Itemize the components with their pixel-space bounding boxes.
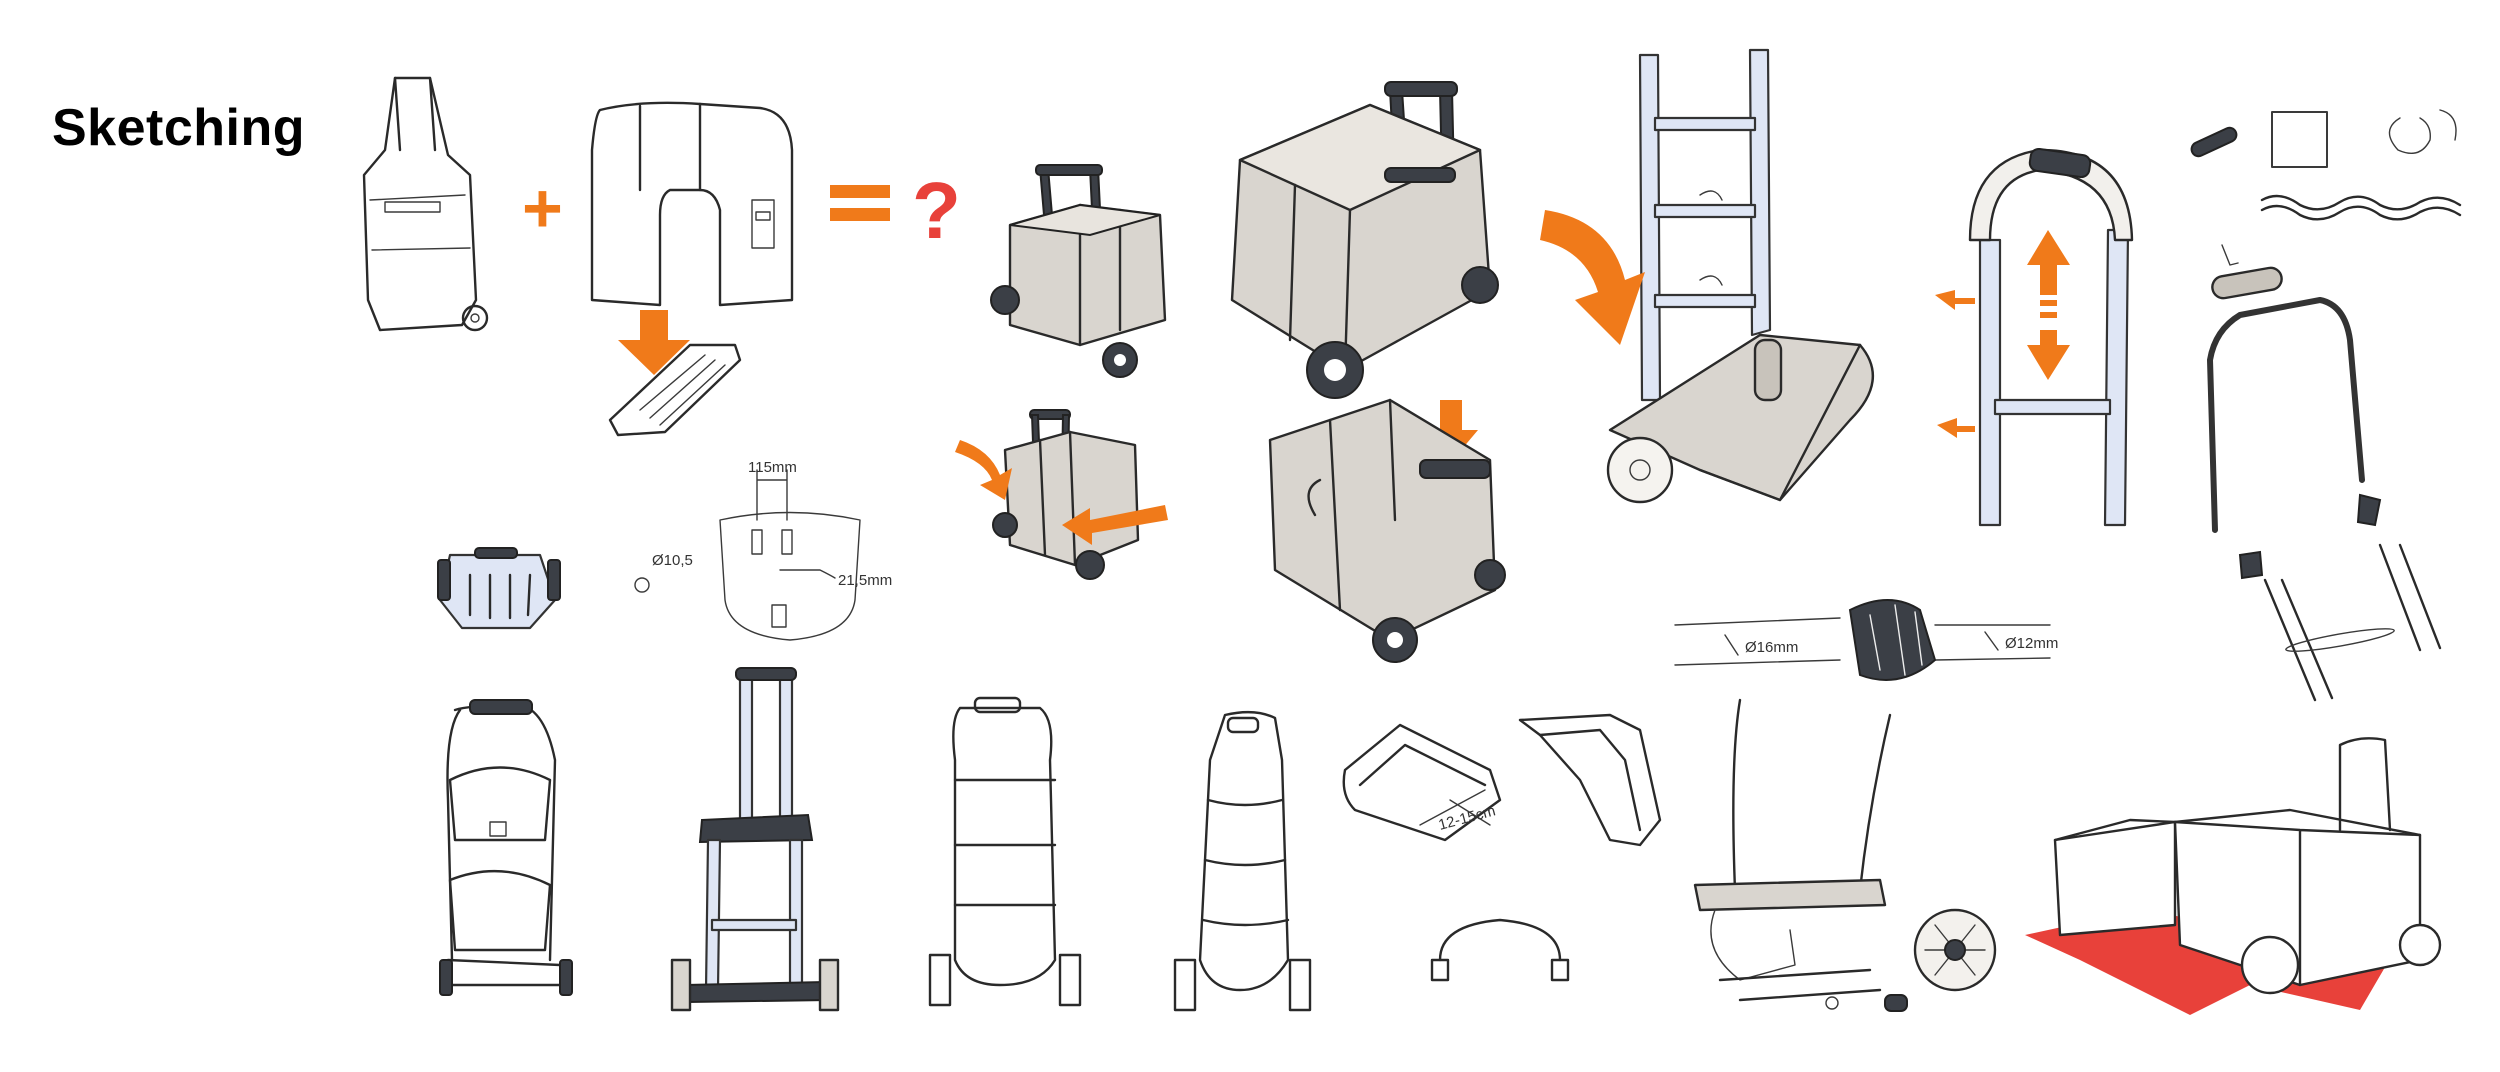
question-symbol: ? (912, 166, 961, 255)
svg-text:Ø10,5: Ø10,5 (652, 552, 693, 569)
sketch-bracket-dimension: 115mm 21,5mm Ø10,5 (634, 459, 892, 641)
svg-text:21,5mm: 21,5mm (838, 572, 892, 589)
svg-text:Ø16mm: Ø16mm (1745, 639, 1798, 656)
sketch-cart-large-top (1230, 81, 1499, 399)
sketch-dimension-knob: Ø16mm Ø12mm (1674, 599, 2058, 681)
arrow-down (618, 310, 690, 375)
sketch-cart-small-top (990, 164, 1167, 378)
svg-text:+: + (522, 169, 563, 247)
equals-symbol (830, 185, 890, 221)
sketch-frame-ladder (1540, 48, 1874, 504)
sketch-shopping-trolley (362, 76, 489, 332)
page-title: Sketching (52, 99, 305, 157)
sketch-hook-parts: 12-15cm (1342, 713, 1662, 982)
sketch-folding-base (608, 343, 742, 437)
svg-text:?: ? (912, 166, 961, 255)
sketch-cart-perspective (2025, 737, 2442, 1015)
sketch-telescopic-handle (1935, 147, 2134, 527)
plus-symbol: + (522, 169, 563, 247)
sketch-cart-small-bottom (955, 409, 1168, 580)
svg-text:12-15cm: 12-15cm (1437, 802, 1498, 834)
sketch-parts-detail (2190, 109, 2462, 702)
sketch-frame-bag-long (928, 696, 1082, 1007)
sketch-frame-bag-tapered (1173, 710, 1312, 1012)
sketch-frame-blue-handle (670, 667, 840, 1012)
sketch-cart-large-bottom (1268, 398, 1506, 663)
sketch-wheel-assembly (1693, 698, 1997, 1012)
sketch-pannier-bag (590, 101, 794, 307)
sketch-frame-stroller (439, 699, 573, 996)
svg-text:Ø12mm: Ø12mm (2005, 635, 2058, 652)
sketch-base-detail (437, 547, 561, 630)
svg-text:115mm: 115mm (748, 459, 797, 476)
